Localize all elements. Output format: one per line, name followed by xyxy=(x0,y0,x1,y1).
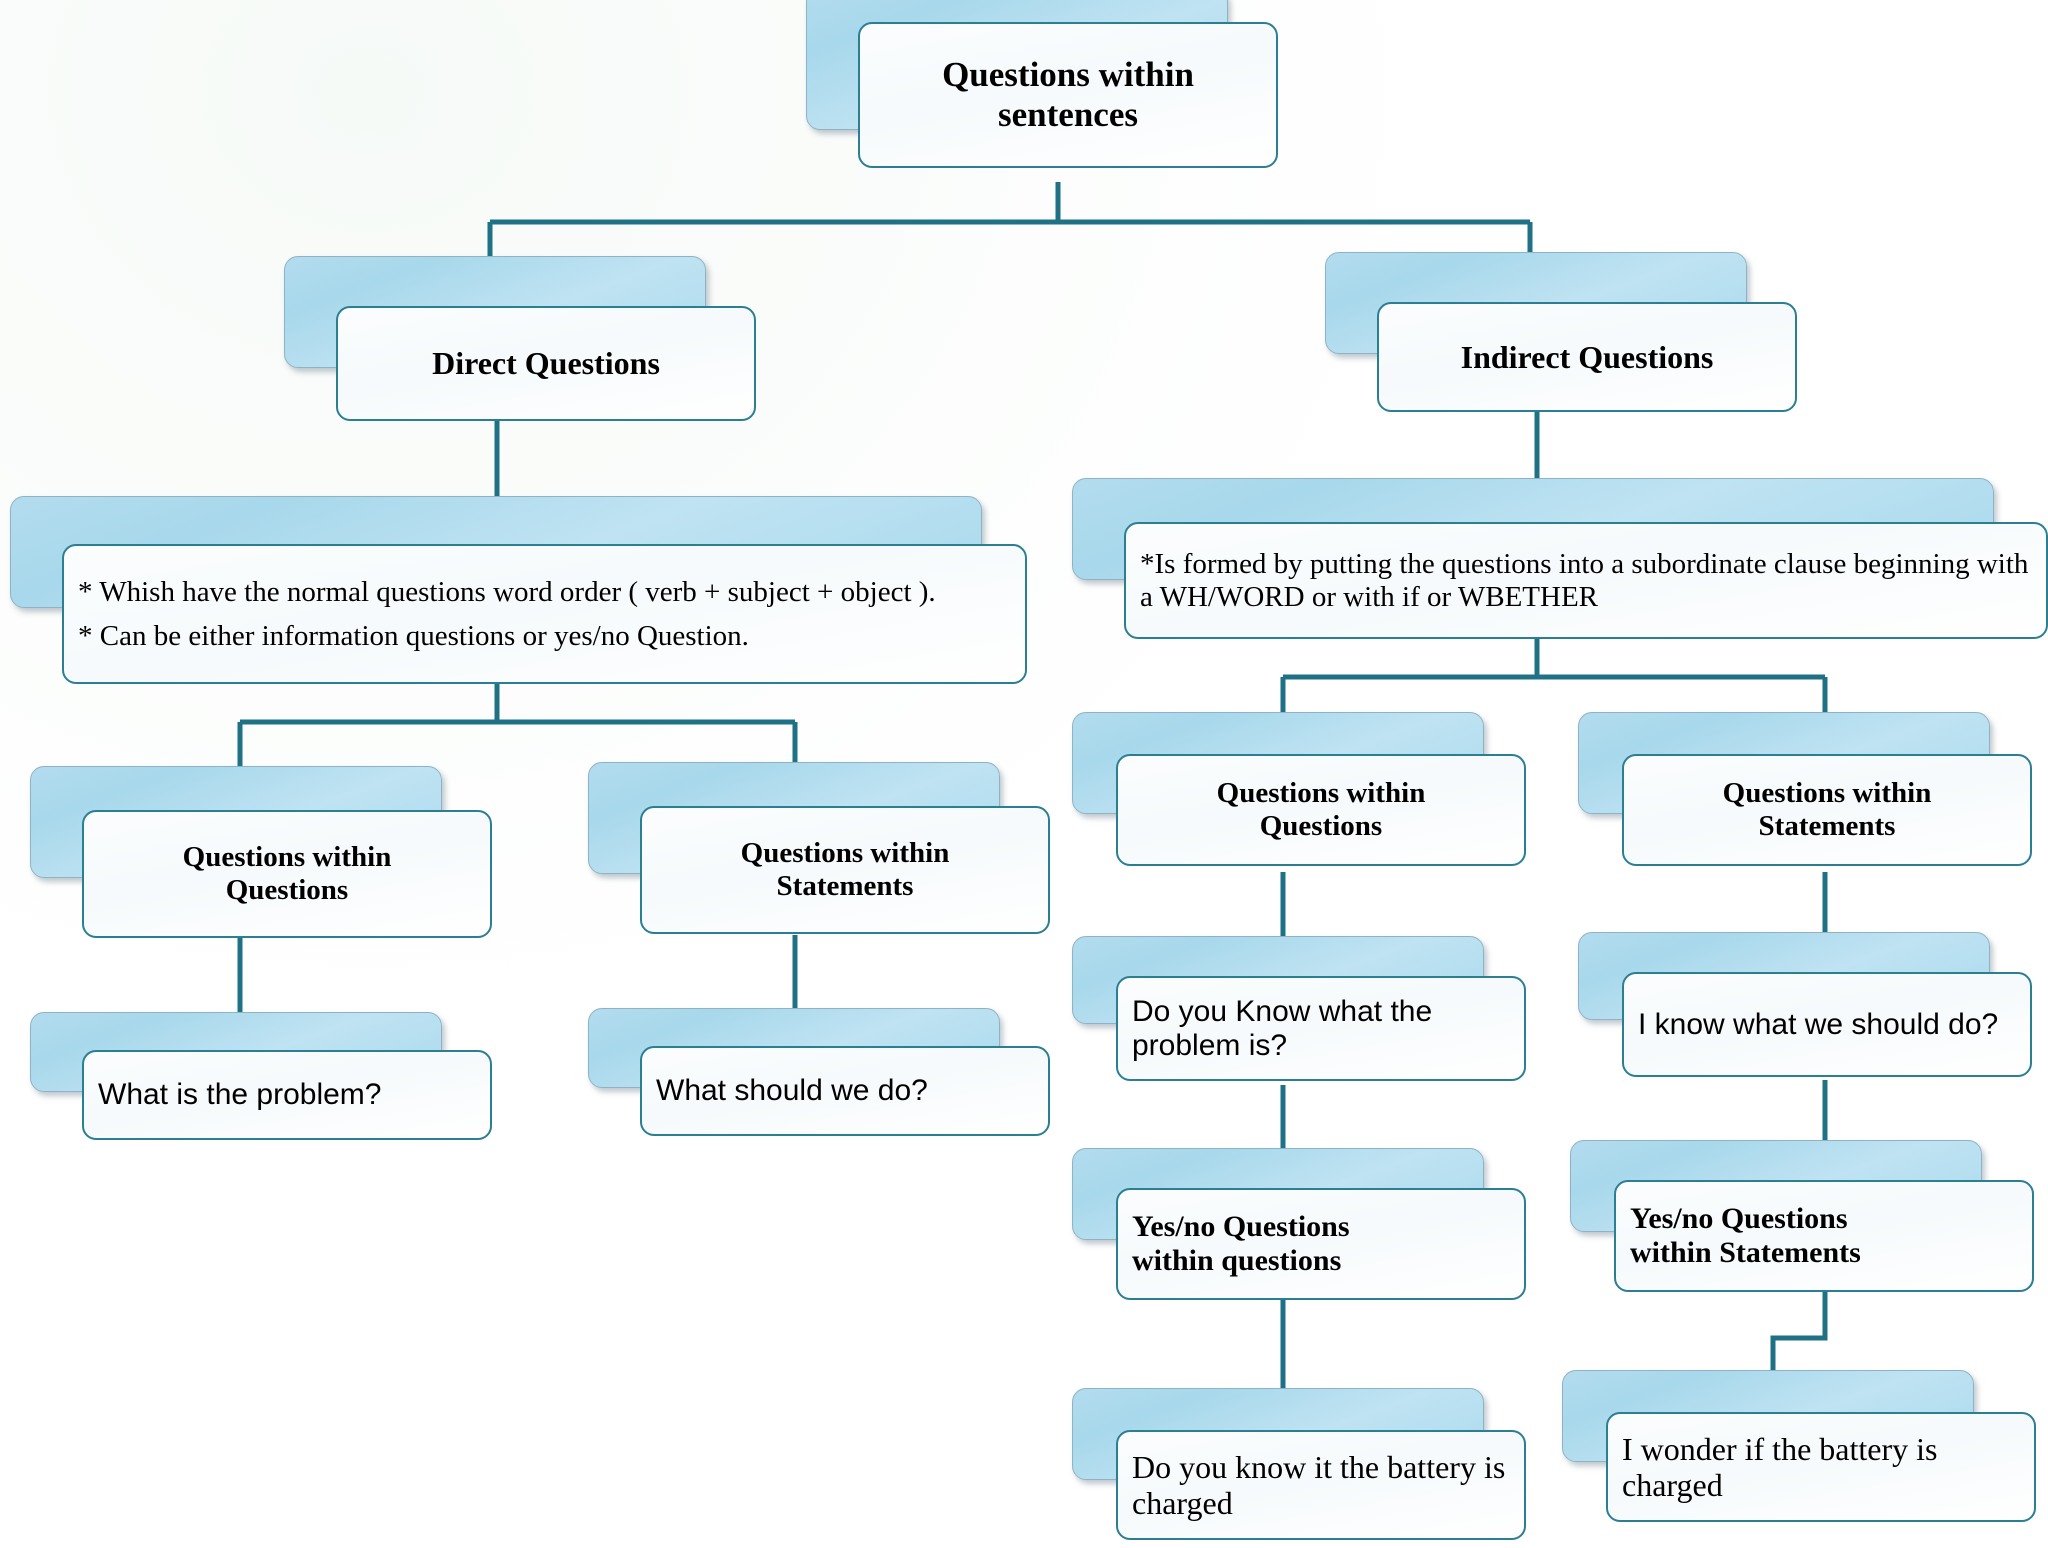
node-label: Do you Know what the problem is? xyxy=(1132,994,1433,1062)
node-indirect-qwq-example[interactable]: Do you Know what the problem is? xyxy=(1072,936,1542,1096)
node-card[interactable]: Do you Know what the problem is? xyxy=(1116,976,1526,1081)
node-card[interactable]: I know what we should do? xyxy=(1622,972,2032,1077)
node-label: Indirect Questions xyxy=(1460,338,1714,375)
node-card[interactable]: I wonder if the battery is charged xyxy=(1606,1412,2036,1522)
node-label: *Is formed by putting the questions into… xyxy=(1140,547,2029,613)
node-indirect-yesno-questions-example[interactable]: Do you know it the battery is charged xyxy=(1072,1388,1542,1548)
node-card[interactable]: *Is formed by putting the questions into… xyxy=(1124,522,2048,639)
node-card[interactable]: What is the problem? xyxy=(82,1050,492,1140)
node-direct-qws-example[interactable]: What should we do? xyxy=(588,1008,1058,1158)
node-label: * Whish have the normal questions word o… xyxy=(64,576,1025,653)
node-label: What is the problem? xyxy=(98,1078,382,1112)
desc-line-2: * Can be either information questions or… xyxy=(78,619,749,652)
node-card[interactable]: * Whish have the normal questions word o… xyxy=(62,544,1027,684)
node-card[interactable]: What should we do? xyxy=(640,1046,1050,1136)
node-label: What should we do? xyxy=(656,1074,928,1108)
node-direct-questions[interactable]: Direct Questions xyxy=(284,256,764,436)
desc-line-1: * Whish have the normal questions word o… xyxy=(78,575,936,608)
node-card[interactable]: Do you know it the battery is charged xyxy=(1116,1430,1526,1540)
node-indirect-yesno-statements-example[interactable]: I wonder if the battery is charged xyxy=(1562,1370,2048,1530)
node-card[interactable]: Indirect Questions xyxy=(1377,302,1797,412)
connector-yesno-to-example-right-step xyxy=(1770,1290,1828,1390)
node-label: Direct Questions xyxy=(432,345,660,382)
node-indirect-questions[interactable]: Indirect Questions xyxy=(1325,252,1805,432)
node-label: I know what we should do? xyxy=(1638,1007,1999,1041)
node-label: Do you know it the battery is charged xyxy=(1132,1448,1506,1521)
node-direct-description[interactable]: * Whish have the normal questions word o… xyxy=(0,496,1040,696)
node-indirect-qws-example[interactable]: I know what we should do? xyxy=(1578,932,2048,1092)
node-indirect-description[interactable]: *Is formed by putting the questions into… xyxy=(1072,478,2048,658)
node-card[interactable]: Direct Questions xyxy=(336,306,756,421)
node-direct-qwq-example[interactable]: What is the problem? xyxy=(30,1012,500,1162)
node-label: I wonder if the battery is charged xyxy=(1622,1430,1938,1503)
